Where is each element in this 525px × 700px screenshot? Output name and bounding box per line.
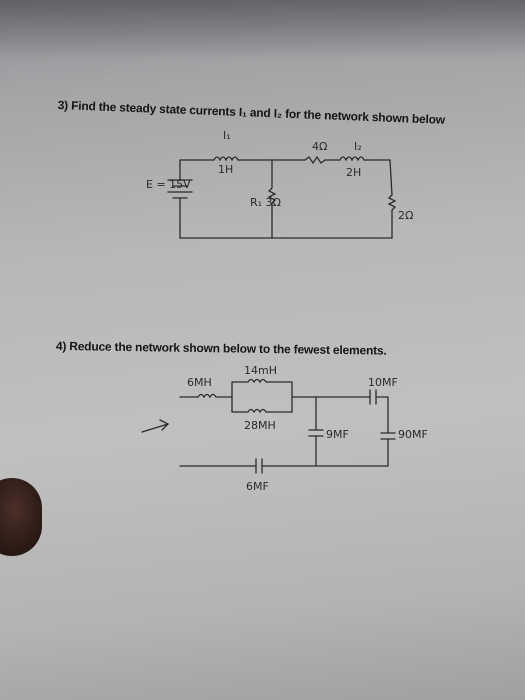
inductor-6mh-label: 6MH bbox=[187, 376, 212, 389]
resistor-4ohm-label: 4Ω bbox=[312, 140, 328, 153]
capacitor-6mf-label: 6MF bbox=[246, 480, 269, 493]
capacitor-90mf-label: 90MF bbox=[398, 428, 428, 441]
resistor-2ohm-label: 2Ω bbox=[398, 209, 414, 222]
finger-shadow bbox=[0, 478, 42, 556]
paper-shadow bbox=[0, 0, 525, 60]
current-i1-label: I₁ bbox=[223, 129, 231, 142]
inductor-2h-label: 2H bbox=[346, 166, 362, 179]
capacitor-10mf-label: 10MF bbox=[368, 376, 398, 389]
inductor-14mh-label: 14mH bbox=[244, 364, 277, 377]
inductor-28mh-label: 28MH bbox=[244, 419, 276, 432]
source-label: E = 15V bbox=[146, 178, 191, 191]
capacitor-9mf-label: 9MF bbox=[326, 428, 349, 441]
inductor-1h-label: 1H bbox=[218, 163, 234, 176]
current-i2-label: I₂ bbox=[354, 140, 362, 153]
resistor-r1-label: R₁ 3Ω bbox=[250, 196, 281, 209]
